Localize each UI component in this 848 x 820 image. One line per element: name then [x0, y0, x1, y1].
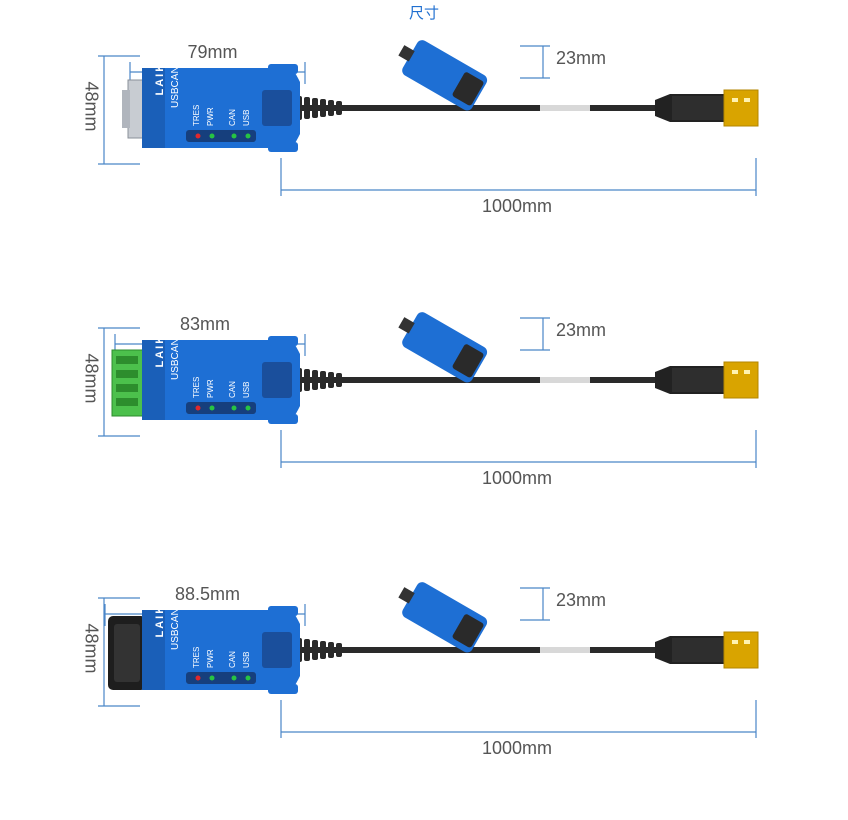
product-variant-panel-3: 88.5mm 48mm 23mm 1000mm LAIKE USBCAN TRE… [0, 560, 848, 820]
inset-product-view [398, 312, 488, 383]
product-label: USBCAN [170, 338, 181, 380]
terminal-block-connector [111, 349, 145, 417]
depth-dimension-label: 23mm [556, 320, 607, 340]
length-dimension-label: 88.5mm [175, 584, 241, 604]
led-label-can: CAN [228, 381, 237, 398]
usb-plug [655, 89, 759, 127]
led-label-tres: TRES [192, 376, 201, 398]
obd-connector [108, 616, 146, 690]
cable-length-label: 1000mm [482, 468, 553, 488]
product-dimension-drawing [98, 40, 759, 196]
led-label-pwr: PWR [206, 379, 215, 398]
led-label-usb: USB [242, 109, 251, 126]
led-label-usb: USB [242, 651, 251, 668]
depth-dimension-label: 23mm [556, 48, 607, 68]
brand-logo: LAIKE [154, 324, 166, 368]
led-label-usb: USB [242, 381, 251, 398]
usbcan-housing [142, 336, 300, 424]
height-dimension-line [98, 327, 140, 437]
depth-dimension-line [520, 587, 550, 621]
usbcan-housing [142, 64, 300, 152]
led-label-pwr: PWR [206, 107, 215, 126]
depth-dimension-line [520, 45, 550, 79]
height-dimension-label: 48mm [81, 81, 102, 132]
brand-logo: LAIKE [154, 594, 166, 638]
depth-dimension-label: 23mm [556, 590, 607, 610]
db9-connector [122, 79, 145, 139]
brand-logo: LAIKE [154, 52, 166, 96]
cable-dimension-line [280, 700, 757, 738]
led-label-can: CAN [228, 109, 237, 126]
cable-length-label: 1000mm [482, 196, 553, 216]
length-dimension-label: 83mm [180, 314, 231, 334]
height-dimension-line [98, 597, 140, 707]
inset-product-view [398, 582, 488, 653]
product-dimension-drawing [98, 582, 759, 738]
led-label-pwr: PWR [206, 649, 215, 668]
length-dimension-label: 79mm [187, 42, 238, 62]
usb-plug [655, 631, 759, 669]
product-label: USBCAN [170, 66, 181, 108]
height-dimension-label: 48mm [81, 623, 102, 674]
page-title: 尺寸 [408, 4, 439, 22]
product-dimension-drawing [98, 312, 759, 468]
cable-dimension-line [280, 430, 757, 468]
cable-length-label: 1000mm [482, 738, 553, 758]
led-label-can: CAN [228, 651, 237, 668]
height-dimension-label: 48mm [81, 353, 102, 404]
product-label: USBCAN [170, 608, 181, 650]
inset-product-view [398, 40, 488, 111]
usb-plug [655, 361, 759, 399]
led-label-tres: TRES [192, 646, 201, 668]
led-label-tres: TRES [192, 104, 201, 126]
cable-dimension-line [280, 158, 757, 196]
depth-dimension-line [520, 317, 550, 351]
height-dimension-line [98, 55, 140, 165]
usbcan-housing [142, 606, 300, 694]
